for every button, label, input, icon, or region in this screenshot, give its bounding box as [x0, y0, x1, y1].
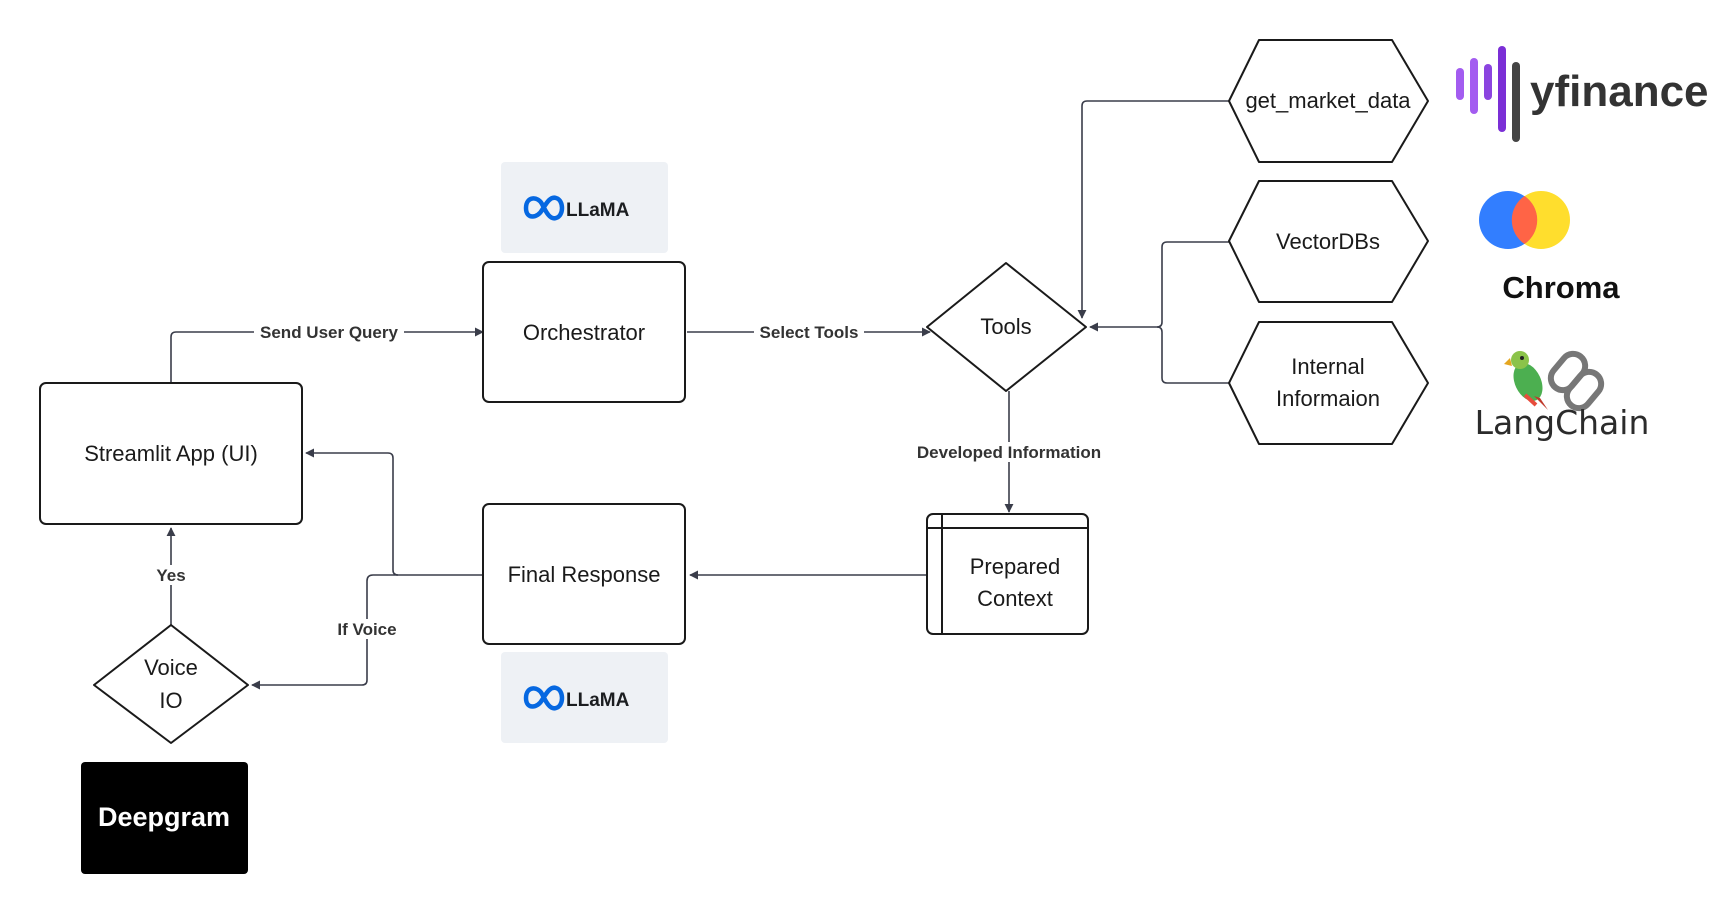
edge-labels: Send User Query Select Tools Developed I… [150, 322, 1113, 639]
edge-send-user-query [170, 327, 484, 383]
edge-internal-to-tools [1156, 326, 1231, 384]
label-if-voice: If Voice [337, 620, 396, 639]
node-get-market-data-label: get_market_data [1245, 88, 1411, 113]
node-get-market-data: get_market_data [1228, 39, 1429, 163]
deepgram-logo: Deepgram [81, 762, 248, 874]
edge-vectordbs-to-tools [1089, 241, 1231, 332]
label-developed-information: Developed Information [917, 443, 1101, 462]
chroma-text: Chroma [1502, 270, 1620, 305]
llama-logo-top: LLaMA [501, 162, 668, 253]
llama-top-text: LLaMA [566, 200, 630, 221]
llama-logo-bottom: LLaMA [501, 652, 668, 743]
node-orchestrator-label: Orchestrator [523, 320, 645, 345]
node-streamlit-label: Streamlit App (UI) [84, 441, 258, 466]
label-select-tools: Select Tools [760, 323, 859, 342]
node-vectordbs-label: VectorDBs [1276, 229, 1380, 254]
node-tools: Tools [926, 262, 1087, 392]
node-prepared-context: Prepared Context [926, 513, 1089, 635]
yfinance-bars-icon [1456, 46, 1520, 142]
langchain-text: LangChain [1475, 403, 1650, 442]
node-prepared-line2: Context [977, 586, 1053, 611]
node-voice-io: Voice IO [93, 624, 249, 744]
chain-link-icon [1547, 350, 1605, 412]
node-internal-information: Internal Informaion [1228, 321, 1429, 445]
yfinance-text: yfinance [1530, 67, 1709, 116]
label-yes: Yes [156, 566, 185, 585]
langchain-logo: LangChain [1475, 350, 1650, 442]
llama-bottom-text: LLaMA [566, 690, 630, 711]
node-voice-line2: IO [159, 688, 182, 713]
node-final-response-label: Final Response [508, 562, 661, 587]
edge-response-to-ui [305, 448, 483, 576]
node-prepared-line1: Prepared [970, 554, 1061, 579]
node-streamlit: Streamlit App (UI) [39, 382, 303, 525]
deepgram-text: Deepgram [98, 802, 230, 832]
node-voice-line1: Voice [144, 655, 198, 680]
parrot-icon [1504, 351, 1548, 410]
node-final-response: Final Response [482, 503, 686, 645]
node-orchestrator: Orchestrator [482, 261, 686, 403]
label-send-user-query: Send User Query [260, 323, 398, 342]
node-internal-line2: Informaion [1276, 386, 1380, 411]
chroma-logo: Chroma [1479, 191, 1620, 305]
yfinance-logo: yfinance [1456, 46, 1709, 142]
node-vectordbs: VectorDBs [1228, 180, 1429, 303]
meta-infinity-icon [523, 195, 565, 221]
meta-infinity-icon [523, 685, 565, 711]
node-tools-label: Tools [980, 314, 1031, 339]
node-internal-line1: Internal [1291, 354, 1364, 379]
edge-market-data-to-tools [1077, 100, 1231, 319]
